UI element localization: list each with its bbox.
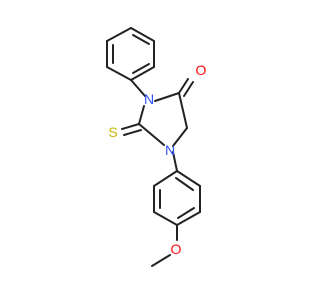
bond-phenyl-1 <box>106 27 132 42</box>
bond-c2-s-1 <box>121 123 140 130</box>
bond-c5-n1 <box>172 127 188 147</box>
bond-aryl-1-inner <box>175 177 194 191</box>
atom-label-carbonyl-oxygen: O <box>196 62 207 78</box>
bond-c4-o-2 <box>183 81 194 97</box>
bond-n1-c2 <box>138 123 165 146</box>
atom-label-sulfur: S <box>108 124 117 140</box>
bond-c4-c5 <box>178 92 188 129</box>
atom-label-methoxy-oxygen: O <box>171 241 182 257</box>
bond-phenyl-n3 <box>130 79 146 97</box>
bond-phenyl-2 <box>130 27 155 42</box>
bond-phenyl-2-inner <box>132 34 150 45</box>
bond-c4-o-1 <box>178 78 189 94</box>
bond-aryl-6 <box>153 170 178 187</box>
bond-o-methyl <box>151 254 171 267</box>
atom-label-nitrogen-3: N <box>144 91 154 107</box>
bond-phenyl-4-inner <box>132 63 150 74</box>
bond-phenyl-4 <box>130 66 155 81</box>
bond-phenyl-5 <box>106 66 132 81</box>
bond-c2-n3 <box>138 105 145 125</box>
bonds <box>106 27 201 267</box>
bond-aryl-3 <box>176 211 201 226</box>
bond-n3-c4 <box>154 92 180 102</box>
bond-c2-s-2 <box>123 129 142 136</box>
bond-n1-aryl <box>172 151 178 172</box>
atom-labels: O N N S O <box>108 62 206 257</box>
bond-aryl-1 <box>176 170 201 187</box>
bond-aryl-3-inner <box>177 207 195 219</box>
molecule-structure-diagram: O N N S O <box>106 27 207 267</box>
bond-aryl-4 <box>153 211 178 226</box>
atom-label-nitrogen-1: N <box>165 142 175 158</box>
